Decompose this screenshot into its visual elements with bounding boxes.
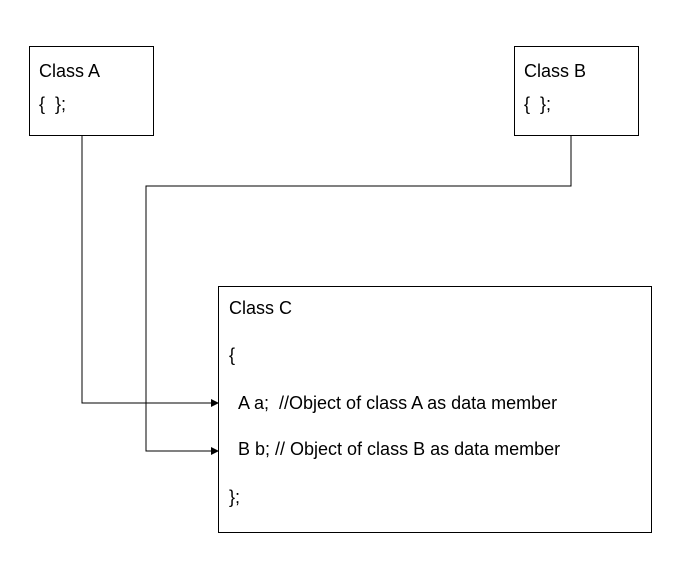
- arrow-a-to-member-a: [81, 136, 219, 407]
- class-a-box: Class A { };: [29, 46, 154, 136]
- class-c-member-a: A a; //Object of class A as data member: [238, 393, 558, 413]
- class-c-title: Class C: [229, 298, 293, 318]
- class-c-close-brace: };: [229, 487, 241, 507]
- class-c-box: Class C { A a; //Object of class A as da…: [218, 286, 652, 533]
- class-b-title: Class B: [524, 61, 587, 81]
- arrow-b-to-member-b: [145, 136, 572, 455]
- class-b-box: Class B { };: [514, 46, 639, 136]
- class-c-member-b: B b; // Object of class B as data member: [238, 439, 561, 459]
- class-c-open-brace: {: [229, 345, 236, 365]
- class-a-title: Class A: [39, 61, 101, 81]
- class-b-body: { };: [524, 94, 552, 114]
- class-a-body: { };: [39, 94, 67, 114]
